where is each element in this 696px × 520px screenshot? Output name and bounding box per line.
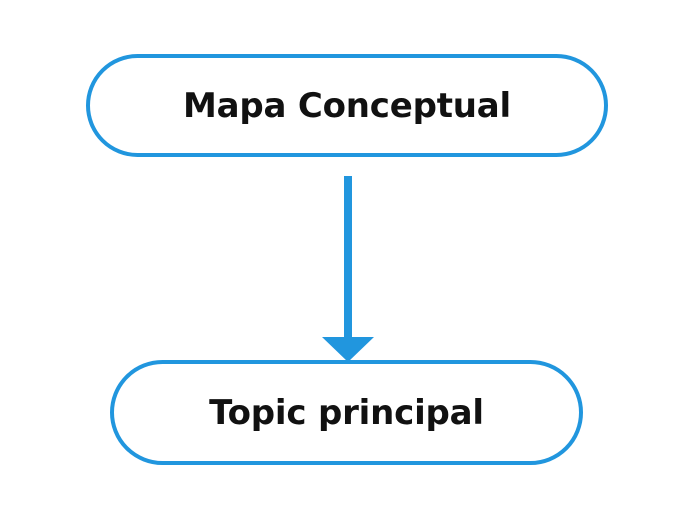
node-mapa-conceptual[interactable]: Mapa Conceptual <box>86 54 608 157</box>
node-label: Mapa Conceptual <box>182 85 512 126</box>
node-label: Topic principal <box>209 392 484 433</box>
edge-root-to-topic[interactable] <box>322 176 374 362</box>
node-topic-principal[interactable]: Topic principal <box>110 360 583 465</box>
edge-arrowhead-icon <box>322 337 374 362</box>
